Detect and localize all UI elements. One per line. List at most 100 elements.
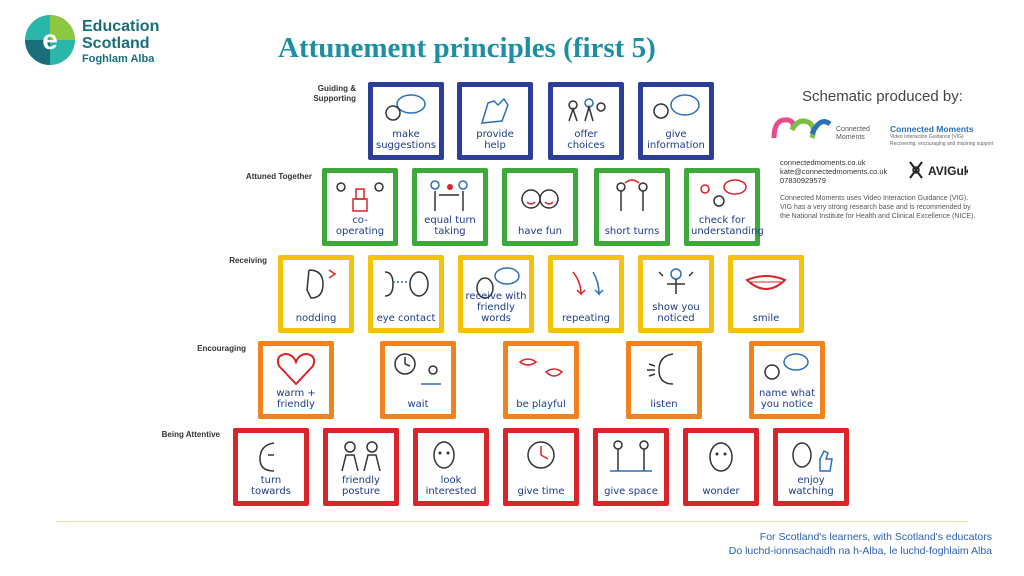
- repeating-arrows-icon: [572, 271, 604, 296]
- card-caption: smile: [752, 313, 780, 324]
- row-label-attentive: Being Attentive: [161, 430, 220, 439]
- eye-contact-icon: [384, 271, 429, 297]
- card-caption: nodding: [295, 313, 337, 324]
- card-enjoy-watching: enjoy watching: [773, 428, 849, 506]
- wondering-face-icon: [709, 442, 733, 472]
- logo-line1: Education: [82, 18, 160, 35]
- speech-bubble-icon: [385, 94, 426, 121]
- playful-lips-icon: [518, 358, 564, 377]
- footer-line-1: For Scotland's learners, with Scotland's…: [759, 531, 992, 543]
- card-caption: turn towards: [251, 475, 291, 497]
- logo-line3: Foghlam Alba: [82, 53, 155, 65]
- card-caption: wonder: [702, 486, 740, 497]
- interested-face-icon: [433, 441, 455, 469]
- short-turns-icon: [616, 179, 648, 211]
- card-offer-choices: offer choices: [548, 82, 624, 160]
- education-scotland-logo: e Education Scotland Foghlam Alba: [24, 14, 164, 72]
- vig-subtitle: Video Interaction Guidance (VIG): [890, 134, 964, 140]
- card-friendly-posture: friendly posture: [323, 428, 399, 506]
- card-nodding: nodding: [278, 255, 354, 333]
- turn-taking-icon: [430, 180, 468, 211]
- card-provide-help: provide help: [457, 82, 533, 160]
- people-choices-icon: [568, 98, 606, 122]
- contact-email: kate@connectedmoments.co.uk: [780, 167, 888, 176]
- card-short-turns: short turns: [594, 168, 670, 246]
- card-caption: give time: [517, 486, 565, 497]
- card-caption: enjoy watching: [788, 475, 834, 497]
- card-give-space: give space: [593, 428, 669, 506]
- card-caption: repeating: [561, 313, 611, 324]
- page-title: Attunement principles (first 5): [278, 32, 656, 64]
- card-listen: listen: [626, 341, 702, 419]
- row-label-attuned: Attuned Together: [245, 172, 312, 181]
- card-smile: smile: [728, 255, 804, 333]
- card-wait: wait: [380, 341, 456, 419]
- credit-blurb: Connected Moments uses Video Interaction…: [780, 195, 976, 220]
- clock-wait-icon: [394, 353, 441, 385]
- clock-icon: [527, 441, 555, 469]
- card-make-suggestions: make suggestions: [368, 82, 444, 160]
- card-caption: wait: [407, 399, 429, 410]
- card-equal-turn-taking: equal turn taking: [412, 168, 488, 246]
- card-caption: offer choices: [567, 129, 605, 151]
- card-caption: warm + friendly: [276, 388, 316, 410]
- card-receive-with-friendly-words: receive with friendly words: [458, 255, 534, 333]
- card-caption: equal turn taking: [424, 215, 476, 237]
- two-people-icon: [341, 441, 381, 472]
- logo-line2: Scotland: [82, 35, 150, 52]
- card-eye-contact: eye contact: [368, 255, 444, 333]
- card-caption: look interested: [425, 475, 477, 497]
- noticing-person-icon: [658, 268, 694, 294]
- card-caption: give space: [604, 486, 658, 497]
- footer-line-2: Do luchd-ionnsachaidh na h-Alba, le luch…: [728, 545, 992, 557]
- contact-phone: 07830929579: [780, 176, 826, 185]
- card-turn-towards: turn towards: [233, 428, 309, 506]
- card-caption: listen: [650, 399, 678, 410]
- card-caption: check for understanding: [691, 215, 764, 237]
- card-check-for-understanding: check for understanding: [684, 168, 764, 246]
- space-between-people-icon: [610, 440, 652, 472]
- card-give-time: give time: [503, 428, 579, 506]
- card-look-interested: look interested: [413, 428, 489, 506]
- card-repeating: repeating: [548, 255, 624, 333]
- card-caption: short turns: [604, 226, 660, 237]
- education-scotland-logo-icon: e: [25, 15, 75, 65]
- contact-details: connectedmoments.co.uk kate@connectedmom…: [780, 158, 887, 185]
- card-be-playful: be playful: [503, 341, 579, 419]
- helping-hand-icon: [480, 97, 509, 124]
- card-caption: make suggestions: [376, 129, 436, 151]
- connected-moments-logo-icon: [771, 117, 832, 139]
- nodding-head-icon: [306, 269, 337, 299]
- thumbs-up-face-icon: [792, 442, 833, 472]
- laughing-faces-icon: [521, 189, 559, 209]
- card-give-information: give information: [638, 82, 714, 160]
- card-caption: name what you notice: [758, 388, 816, 410]
- card-caption: have fun: [518, 226, 562, 237]
- turning-head-icon: [259, 442, 275, 472]
- card-have-fun: have fun: [502, 168, 578, 246]
- card-caption: eye contact: [376, 313, 436, 324]
- card-caption: show you noticed: [652, 302, 700, 324]
- card-name-what-you-notice: name what you notice: [749, 341, 825, 419]
- cm-name-1: Connected: [836, 126, 870, 133]
- card-co-operating: co-operating: [322, 168, 398, 246]
- logo-text: Education Scotland Foghlam Alba: [82, 18, 159, 66]
- card-caption: receive with friendly words: [465, 291, 527, 324]
- building-blocks-icon: [336, 182, 384, 212]
- cm-name: Connected Moments: [836, 126, 870, 142]
- question-bubble-icon: [700, 179, 747, 207]
- information-bubble-icon: [653, 94, 700, 119]
- card-caption: co-operating: [335, 215, 385, 237]
- row-label-encouraging: Encouraging: [197, 344, 246, 353]
- avig-text: AVIGuk: [928, 164, 968, 178]
- card-caption: provide help: [476, 129, 514, 151]
- cm-name-2: Moments: [836, 134, 865, 141]
- listening-head-icon: [647, 353, 674, 385]
- svg-text:e: e: [42, 24, 58, 55]
- card-wonder: wonder: [683, 428, 759, 506]
- contact-website: connectedmoments.co.uk: [780, 158, 866, 167]
- i-see-bubble-icon: [764, 353, 809, 380]
- card-caption: give information: [647, 129, 705, 151]
- footer-divider: [56, 521, 968, 522]
- card-show-you-noticed: show you noticed: [638, 255, 714, 333]
